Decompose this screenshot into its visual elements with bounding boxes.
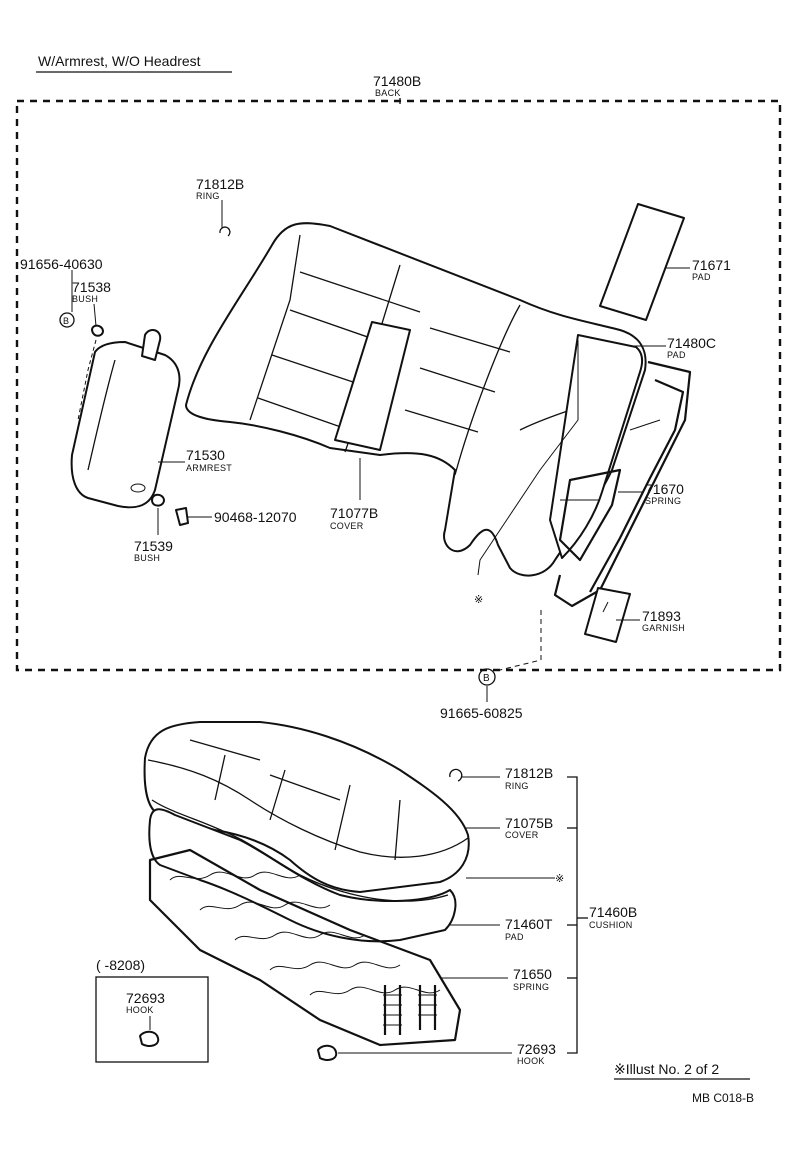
label-hook-inset-name: HOOK xyxy=(126,1005,154,1015)
label-cushion-group-name: CUSHION xyxy=(589,920,633,930)
armrest-dashed-guide xyxy=(77,339,97,421)
illust-number: ※Illust No. 2 of 2 xyxy=(614,1061,719,1077)
label-bush-lower-number: 71539 xyxy=(134,538,173,554)
hook-inset-icon xyxy=(139,1030,160,1047)
label-bush-lower-name: BUSH xyxy=(134,553,160,563)
label-bolt-back-number: 91665-60825 xyxy=(440,705,523,721)
diagram-code: MB C018-B xyxy=(692,1091,754,1105)
back-bolt-icon xyxy=(478,668,496,686)
back-group-frame xyxy=(15,99,782,672)
inset-box xyxy=(95,976,209,1063)
back-asterisk: ※ xyxy=(474,594,484,606)
hook-main-icon xyxy=(317,1044,338,1061)
label-bush-upper-number: 71538 xyxy=(72,279,111,295)
cushion-asterisk: ※ xyxy=(555,873,565,885)
armrest-part xyxy=(70,329,181,509)
seat-cushion-spring xyxy=(148,848,462,1047)
label-cover-back-number: 71077B xyxy=(330,505,378,521)
label-spring-back-number: 71670 xyxy=(645,481,684,497)
garnish-slot xyxy=(602,601,609,613)
cushion-bracket xyxy=(567,776,578,1054)
inset-range-label: ( -8208) xyxy=(96,957,145,973)
label-pad-cushion-number: 71460T xyxy=(505,916,553,932)
label-pad-back-name: PAD xyxy=(667,350,686,360)
back-ring-icon xyxy=(219,226,231,237)
label-ring-back-name: RING xyxy=(196,191,220,201)
label-hook-main-name: HOOK xyxy=(517,1056,545,1066)
bush-lower-icon xyxy=(151,493,165,507)
label-ring-cushion-name: RING xyxy=(505,781,529,791)
label-pad-cushion-name: PAD xyxy=(505,932,524,942)
bush-upper-icon xyxy=(91,324,104,337)
label-pad-top-number: 71671 xyxy=(692,257,731,273)
label-armrest-name: ARMREST xyxy=(186,463,232,473)
label-armrest-number: 71530 xyxy=(186,447,225,463)
back-bolt-letter: B xyxy=(483,673,490,684)
label-pad-back-number: 71480C xyxy=(667,335,716,351)
label-clip-number: 90468-12070 xyxy=(214,509,297,525)
back-spring-frame xyxy=(477,340,692,608)
label-ring-back-number: 71812B xyxy=(196,176,244,192)
label-garnish-name: GARNISH xyxy=(642,623,685,633)
label-bolt-armrest-number: 91656-40630 xyxy=(20,256,103,272)
label-hook-inset-number: 72693 xyxy=(126,990,165,1006)
back-group-name: BACK xyxy=(375,88,401,98)
label-cover-cushion-number: 71075B xyxy=(505,815,553,831)
variant-title: W/Armrest, W/O Headrest xyxy=(38,53,201,69)
label-cover-back-name: COVER xyxy=(330,521,364,531)
label-hook-main-number: 72693 xyxy=(517,1041,556,1057)
leader-bush-upper xyxy=(93,303,97,327)
seat-cushion-pad xyxy=(148,799,457,943)
label-garnish-number: 71893 xyxy=(642,608,681,624)
label-cushion-group-number: 71460B xyxy=(589,904,637,920)
cushion-ring-icon xyxy=(449,768,463,782)
label-spring-back-name: SPRING xyxy=(645,496,681,506)
seat-back-cover xyxy=(185,222,647,577)
back-group-number: 71480B xyxy=(373,73,421,89)
back-pad xyxy=(549,334,644,559)
clip-icon xyxy=(175,507,189,526)
label-cover-cushion-name: COVER xyxy=(505,830,539,840)
label-pad-top-name: PAD xyxy=(692,272,711,282)
armrest-bolt-letter: B xyxy=(63,316,69,326)
label-bush-upper-name: BUSH xyxy=(72,294,98,304)
top-pad xyxy=(599,203,685,321)
armrest-bolt-icon xyxy=(59,312,75,328)
label-spring-cushion-number: 71650 xyxy=(513,966,552,982)
label-ring-cushion-number: 71812B xyxy=(505,765,553,781)
label-spring-cushion-name: SPRING xyxy=(513,982,549,992)
garnish-part xyxy=(584,587,631,643)
leader-bolt-back xyxy=(499,610,542,671)
